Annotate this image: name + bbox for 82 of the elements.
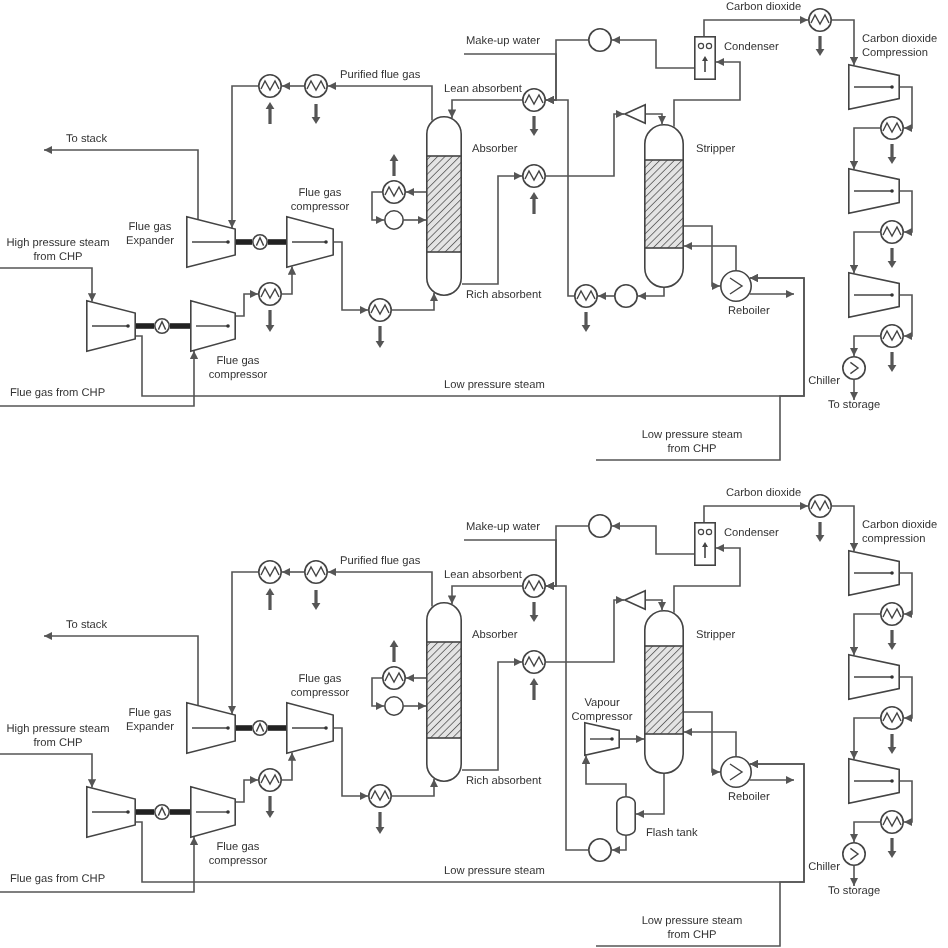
flow-arrow bbox=[683, 241, 737, 271]
flow-arrow bbox=[595, 759, 805, 947]
flow-arrow bbox=[899, 86, 913, 133]
flow-arrow bbox=[43, 631, 199, 706]
shaft-line bbox=[136, 809, 154, 815]
flow-arrow bbox=[235, 775, 259, 803]
flow-arrow bbox=[403, 215, 427, 225]
flow-arrow bbox=[849, 613, 881, 657]
flow-arrow bbox=[447, 585, 523, 605]
flow-arrow bbox=[635, 773, 665, 819]
flow-arrow bbox=[683, 711, 721, 777]
flow-arrow bbox=[849, 335, 881, 357]
flow-arrow bbox=[461, 171, 523, 285]
flow-arrow bbox=[673, 543, 741, 614]
flow-arrow bbox=[405, 673, 427, 683]
flow-arrow bbox=[611, 835, 627, 855]
flow-arrow bbox=[545, 581, 589, 851]
flow-arrow bbox=[849, 379, 859, 401]
flow-arrow bbox=[849, 231, 881, 275]
flow-arrow bbox=[673, 57, 741, 128]
flow-arrow bbox=[545, 95, 575, 297]
flow-arrow bbox=[463, 53, 557, 105]
flow-arrow bbox=[645, 113, 667, 125]
flow-arrow bbox=[371, 191, 385, 225]
shaft-line bbox=[170, 809, 190, 815]
flow-arrow bbox=[0, 267, 97, 303]
flow-arrow bbox=[597, 291, 615, 301]
flow-arrow bbox=[391, 778, 439, 797]
flow-arrow bbox=[899, 676, 913, 723]
flow-arrow bbox=[899, 190, 913, 237]
flow-arrow bbox=[545, 109, 625, 177]
flow-arrow bbox=[899, 572, 913, 619]
flow-arrow bbox=[703, 501, 809, 523]
flow-arrow bbox=[0, 836, 199, 893]
flow-arrow bbox=[899, 294, 913, 341]
flow-arrow bbox=[0, 350, 199, 407]
flow-arrow bbox=[227, 571, 259, 715]
flow-arrow bbox=[703, 15, 809, 37]
flow-arrow bbox=[581, 754, 627, 797]
flow-arrow bbox=[391, 292, 439, 311]
flow-arrow bbox=[849, 717, 881, 761]
flow-arrow bbox=[683, 225, 721, 291]
flow-arrow bbox=[327, 567, 433, 608]
flow-arrow bbox=[849, 127, 881, 171]
flow-arrow bbox=[371, 677, 385, 711]
flow-arrow bbox=[333, 727, 369, 801]
flow-arrow bbox=[327, 81, 433, 122]
flow-arrow bbox=[403, 701, 427, 711]
flow-arrow bbox=[333, 241, 369, 315]
flow-arrow bbox=[463, 539, 557, 591]
flow-arrow bbox=[227, 85, 259, 229]
flow-arrow bbox=[749, 775, 795, 785]
flow-arrow bbox=[831, 19, 859, 67]
flow-arrow bbox=[849, 821, 881, 843]
shaft-line bbox=[268, 725, 286, 731]
flow-arrow bbox=[611, 521, 695, 555]
flow-arrow bbox=[619, 734, 645, 744]
shaft-line bbox=[170, 323, 190, 329]
flow-arrow bbox=[281, 567, 305, 577]
flow-arrow bbox=[611, 35, 695, 69]
flow-arrow bbox=[545, 595, 625, 663]
shaft-line bbox=[136, 323, 154, 329]
flow-arrow bbox=[281, 751, 297, 781]
flow-arrow bbox=[0, 753, 97, 789]
flow-arrow bbox=[831, 505, 859, 553]
flow-arrow bbox=[637, 287, 665, 301]
flow-arrow bbox=[461, 657, 523, 771]
flow-arrow bbox=[405, 187, 427, 197]
flow-arrow bbox=[849, 865, 859, 887]
shaft-line bbox=[236, 239, 252, 245]
flow-arrow bbox=[645, 599, 667, 611]
flow-arrow bbox=[281, 265, 297, 295]
shaft-line bbox=[268, 239, 286, 245]
flow-arrow bbox=[749, 289, 795, 299]
flow-arrow bbox=[281, 81, 305, 91]
flow-arrow bbox=[899, 780, 913, 827]
flow-arrow bbox=[595, 273, 805, 461]
flow-arrow bbox=[447, 99, 523, 119]
shaft-line bbox=[236, 725, 252, 731]
flow-arrow bbox=[43, 145, 199, 220]
flow-arrow bbox=[235, 289, 259, 317]
flow-arrow bbox=[683, 727, 737, 757]
